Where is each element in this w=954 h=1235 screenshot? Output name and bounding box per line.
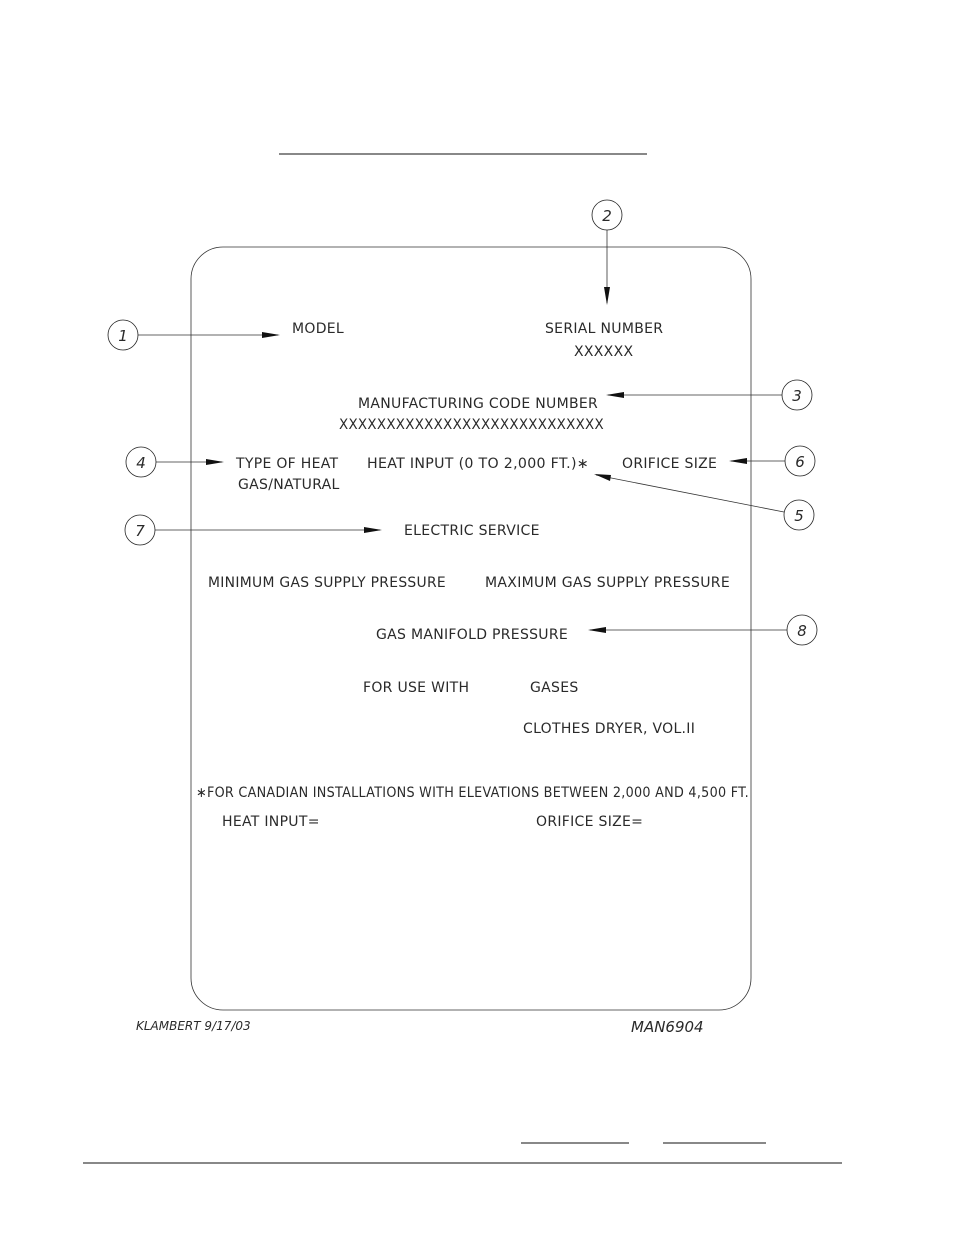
- callout-number-7: 7: [135, 522, 145, 540]
- heat-input-label: HEAT INPUT (0 TO 2,000 FT.)∗: [367, 456, 589, 472]
- min-gas-pressure-label: MINIMUM GAS SUPPLY PRESSURE: [208, 575, 446, 591]
- callout-number-2: 2: [602, 207, 612, 225]
- callout-number-3: 3: [792, 387, 802, 405]
- callout-number-1: 1: [118, 327, 128, 345]
- gas-manifold-pressure-label: GAS MANIFOLD PRESSURE: [376, 627, 568, 643]
- arrowhead-7: [364, 527, 382, 533]
- arrowhead-3: [606, 392, 624, 398]
- arrowhead-4: [206, 459, 224, 465]
- gases-label: GASES: [530, 680, 579, 696]
- arrowhead-5: [594, 474, 611, 481]
- leader-lines: [138, 230, 787, 633]
- callout-1: 1: [107, 319, 139, 351]
- for-use-with-label: FOR USE WITH: [363, 680, 469, 696]
- arrowhead-6: [729, 458, 747, 464]
- model-label: MODEL: [292, 321, 344, 337]
- arrowhead-8: [588, 627, 606, 633]
- nameplate-outline: [190, 246, 752, 1011]
- electric-service-label: ELECTRIC SERVICE: [404, 523, 540, 539]
- mfg-code-value: XXXXXXXXXXXXXXXXXXXXXXXXXXXX: [339, 417, 604, 433]
- callout-number-4: 4: [136, 454, 146, 472]
- type-of-heat-label: TYPE OF HEAT: [235, 456, 339, 472]
- callout-5: 5: [783, 499, 815, 531]
- max-gas-pressure-label: MAXIMUM GAS SUPPLY PRESSURE: [485, 575, 730, 591]
- drawing-number: MAN6904: [631, 1018, 704, 1036]
- arrowhead-2: [604, 287, 610, 305]
- callout-8: 8: [786, 614, 818, 646]
- callout-number-8: 8: [797, 622, 807, 640]
- canadian-installation-note: ∗FOR CANADIAN INSTALLATIONS WITH ELEVATI…: [196, 785, 749, 801]
- callout-2: 2: [591, 199, 623, 231]
- callout-3: 3: [781, 379, 813, 411]
- canadian-orifice-size-label: ORIFICE SIZE=: [536, 814, 643, 830]
- serial-number-label: SERIAL NUMBER: [545, 321, 663, 337]
- drafter-stamp: KLAMBERT 9/17/03: [136, 1019, 251, 1033]
- serial-number-value: XXXXXX: [574, 344, 633, 360]
- type-of-heat-value: GAS/NATURAL: [238, 477, 340, 493]
- callout-7: 7: [124, 514, 156, 546]
- callout-number-5: 5: [794, 507, 804, 525]
- orifice-size-label: ORIFICE SIZE: [622, 456, 717, 472]
- canadian-heat-input-label: HEAT INPUT=: [222, 814, 320, 830]
- callout-6: 6: [784, 445, 816, 477]
- product-label: CLOTHES DRYER, VOL.II: [523, 721, 695, 737]
- mfg-code-label: MANUFACTURING CODE NUMBER: [358, 396, 598, 412]
- callout-4: 4: [125, 446, 157, 478]
- callout-number-6: 6: [795, 453, 805, 471]
- arrowhead-1: [262, 332, 280, 338]
